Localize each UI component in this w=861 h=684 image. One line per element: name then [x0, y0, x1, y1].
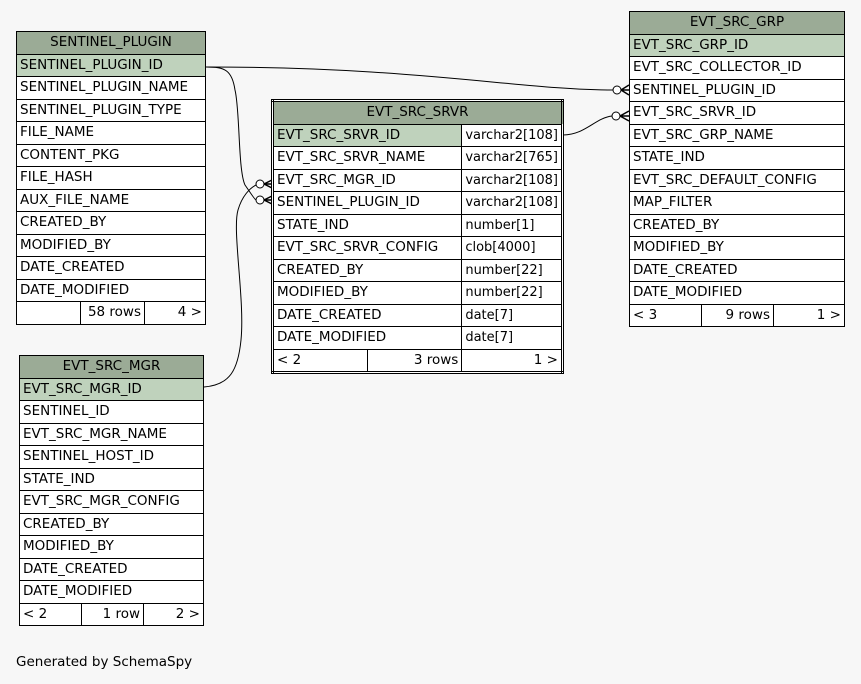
children-link[interactable]: 1 > [461, 348, 563, 373]
column-row[interactable]: STATE_IND [629, 146, 845, 170]
parents-link[interactable] [16, 301, 81, 325]
column-row[interactable]: DATE_MODIFIED [271, 326, 463, 350]
primary-key-column[interactable]: SENTINEL_PLUGIN_ID [16, 53, 206, 77]
children-link[interactable]: 2 > [143, 602, 204, 626]
crowfoot-marker [619, 110, 630, 122]
zero-marker [255, 179, 265, 189]
column-type: date[7] [461, 303, 563, 327]
column-row[interactable]: STATE_IND [271, 213, 463, 237]
column-row[interactable]: MODIFIED_BY [19, 535, 204, 559]
table-title[interactable]: SENTINEL_PLUGIN [16, 31, 206, 55]
column-row[interactable]: MODIFIED_BY [271, 281, 463, 305]
column-row[interactable]: STATE_IND [19, 467, 204, 491]
column-row[interactable]: MAP_FILTER [629, 191, 845, 215]
column-type: date[7] [461, 326, 563, 350]
column-row[interactable]: SENTINEL_PLUGIN_ID [271, 191, 463, 215]
column-row[interactable]: CREATED_BY [271, 258, 463, 282]
column-row[interactable]: DATE_CREATED [629, 258, 845, 282]
column-row[interactable]: DATE_CREATED [271, 303, 463, 327]
column-row[interactable]: CONTENT_PKG [16, 143, 206, 167]
column-row[interactable]: EVT_SRC_MGR_NAME [19, 422, 204, 446]
column-row[interactable]: DATE_MODIFIED [16, 278, 206, 302]
column-row[interactable]: SENTINEL_PLUGIN_TYPE [16, 98, 206, 122]
column-type: number[22] [461, 281, 563, 305]
table-title[interactable]: EVT_SRC_GRP [629, 11, 845, 35]
column-row[interactable]: MODIFIED_BY [16, 233, 206, 257]
table-title[interactable]: EVT_SRC_SRVR [272, 100, 563, 125]
column-row[interactable]: CREATED_BY [629, 213, 845, 237]
column-row[interactable]: DATE_MODIFIED [19, 580, 204, 604]
column-row[interactable]: DATE_MODIFIED [629, 281, 845, 305]
relationship-srvr-to-grp [562, 115, 613, 136]
primary-key-column[interactable]: EVT_SRC_SRVR_ID [271, 123, 463, 147]
row-count: 58 rows [80, 301, 145, 325]
crowfoot-marker [263, 195, 273, 205]
column-row[interactable]: SENTINEL_PLUGIN_NAME [16, 76, 206, 100]
column-row[interactable]: EVT_SRC_COLLECTOR_ID [629, 56, 845, 80]
generated-by-note: Generated by SchemaSpy [16, 654, 193, 670]
column-row[interactable]: EVT_SRC_GRP_NAME [629, 123, 845, 147]
column-row[interactable]: AUX_FILE_NAME [16, 188, 206, 212]
column-row[interactable]: DATE_CREATED [19, 557, 204, 581]
parents-link[interactable]: < 2 [272, 348, 368, 373]
children-link[interactable]: 1 > [773, 303, 845, 327]
zero-marker [255, 195, 265, 205]
row-count: 1 row [81, 602, 144, 626]
column-row[interactable]: CREATED_BY [19, 512, 204, 536]
table-evt-src-mgr[interactable]: EVT_SRC_MGR EVT_SRC_MGR_ID SENTINEL_ID E… [19, 355, 204, 626]
column-type: varchar2[765] [461, 146, 563, 170]
column-type: varchar2[108] [461, 191, 563, 215]
parents-link[interactable]: < 3 [629, 303, 702, 327]
table-title[interactable]: EVT_SRC_MGR [19, 355, 204, 379]
crowfoot-marker [263, 179, 273, 189]
relationship-mgr-to-srvr [203, 184, 257, 388]
column-row[interactable]: EVT_SRC_MGR_CONFIG [19, 490, 204, 514]
children-link[interactable]: 4 > [144, 301, 206, 325]
column-type: number[22] [461, 258, 563, 282]
column-row[interactable]: MODIFIED_BY [629, 236, 845, 260]
column-row[interactable]: EVT_SRC_SRVR_CONFIG [271, 236, 463, 260]
column-row[interactable]: SENTINEL_ID [19, 400, 204, 424]
column-row[interactable]: CREATED_BY [16, 211, 206, 235]
zero-marker [612, 85, 622, 95]
column-type: number[1] [461, 213, 563, 237]
primary-key-column[interactable]: EVT_SRC_MGR_ID [19, 377, 204, 401]
column-row[interactable]: SENTINEL_PLUGIN_ID [629, 78, 845, 102]
relationship-plugin-to-srvr [205, 66, 257, 201]
zero-marker [611, 111, 621, 121]
crowfoot-marker [620, 84, 630, 96]
column-row[interactable]: EVT_SRC_SRVR_ID [629, 101, 845, 125]
table-sentinel-plugin[interactable]: SENTINEL_PLUGIN SENTINEL_PLUGIN_ID SENTI… [16, 31, 206, 325]
column-row[interactable]: EVT_SRC_SRVR_NAME [271, 146, 463, 170]
column-row[interactable]: FILE_HASH [16, 166, 206, 190]
primary-key-column[interactable]: EVT_SRC_GRP_ID [629, 33, 845, 57]
row-count: 9 rows [701, 303, 774, 327]
table-evt-src-grp[interactable]: EVT_SRC_GRP EVT_SRC_GRP_ID EVT_SRC_COLLE… [629, 11, 845, 327]
column-row[interactable]: SENTINEL_HOST_ID [19, 445, 204, 469]
parents-link[interactable]: < 2 [19, 602, 82, 626]
column-row[interactable]: EVT_SRC_MGR_ID [271, 168, 463, 192]
column-type: varchar2[108] [461, 168, 563, 192]
column-row[interactable]: EVT_SRC_DEFAULT_CONFIG [629, 168, 845, 192]
column-type: varchar2[108] [461, 123, 563, 147]
row-count: 3 rows [366, 348, 463, 373]
column-row[interactable]: FILE_NAME [16, 121, 206, 145]
column-type: clob[4000] [461, 236, 563, 260]
column-row[interactable]: DATE_CREATED [16, 256, 206, 280]
relationship-plugin-to-grp [205, 66, 615, 91]
